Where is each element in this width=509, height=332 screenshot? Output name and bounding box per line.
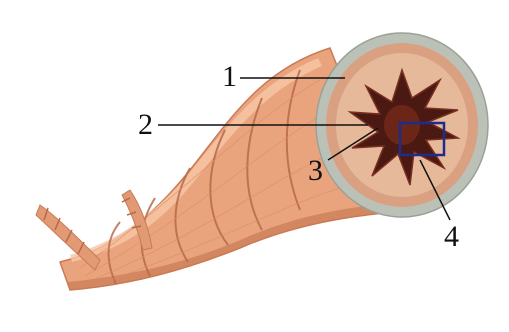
label-3: 3 (308, 156, 323, 186)
label-1: 1 (222, 62, 237, 92)
lumen-center (384, 105, 420, 145)
label-2: 2 (138, 110, 153, 140)
label-4: 4 (444, 222, 459, 252)
